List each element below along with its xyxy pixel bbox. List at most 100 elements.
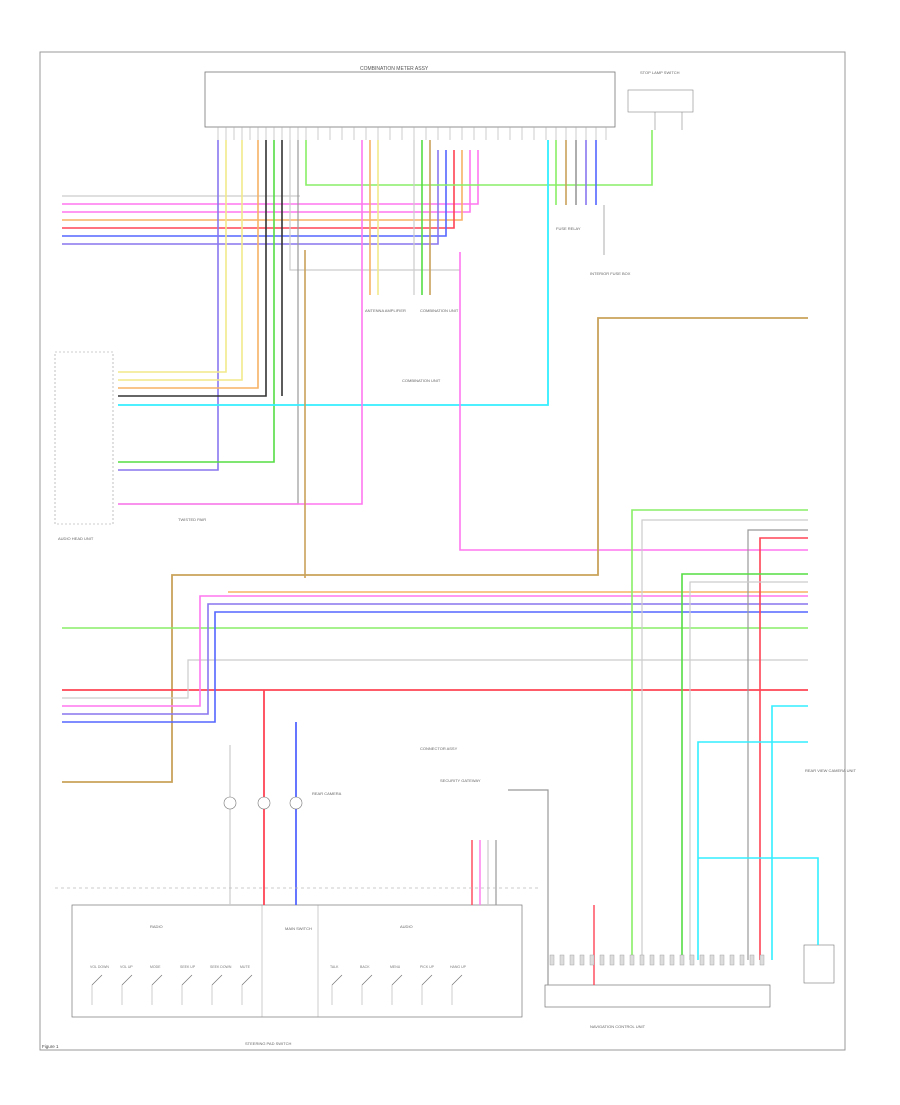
nav-unit-pin [639, 954, 645, 966]
nav-unit-pin [729, 954, 735, 966]
twisted-pair-label: TWISTED PAIR [178, 517, 206, 522]
combination-unit-a-label: COMBINATION UNIT [420, 308, 459, 313]
wire-top-6 [62, 150, 447, 237]
wire-sg-5 [508, 789, 549, 985]
steering-switch: SEEK DOWN [210, 965, 232, 1005]
rear-camera-box [803, 944, 835, 984]
wire-lightgreen-stop [305, 130, 653, 186]
steering-switch-label: PICK UP [420, 965, 435, 969]
steering-switch: VOL DOWN [90, 965, 109, 1005]
steering-switch-label: SEEK UP [180, 965, 196, 969]
wire-mid-pink [62, 595, 808, 707]
steering-switch-label: TALK [330, 965, 339, 969]
steering-switch-label: HANG UP [450, 965, 467, 969]
navigation-control-unit-label: NAVIGATION CONTROL UNIT [590, 1024, 646, 1029]
stop-lamp-switch-box [627, 89, 694, 113]
wire-mid-blue [62, 611, 808, 723]
nav-unit-pin [739, 954, 745, 966]
wire-right-cyan [771, 705, 808, 960]
wire-right-3 [747, 529, 808, 960]
nav-unit-pin [719, 954, 725, 966]
nav-unit-pin [649, 954, 655, 966]
nav-unit-pin [659, 954, 665, 966]
nav-unit-pin [609, 954, 615, 966]
audio-head-unit-box [54, 351, 114, 525]
nav-unit-pin [579, 954, 585, 966]
wire-right-1 [631, 509, 808, 960]
steering-switch: MENU [390, 965, 403, 1005]
combination-meter-label: COMBINATION METER ASSY [360, 66, 429, 72]
wire-right-cyan2 [697, 741, 808, 960]
wire-top-7 [62, 150, 439, 245]
steering-switch-label: VOL DOWN [90, 965, 109, 969]
steering-switch-label: MUTE [240, 965, 251, 969]
pins-group [217, 127, 765, 966]
wire-mid-gray [62, 659, 808, 699]
steering-switch-label: SEEK DOWN [210, 965, 232, 969]
steering-switch-label: MODE [150, 965, 161, 969]
nav-unit-pin [589, 954, 595, 966]
antenna-amplifier-label: ANTENNA AMPLIFIER [365, 308, 406, 313]
steering-switch: MODE [150, 965, 163, 1005]
wire-orange-audio [118, 140, 259, 389]
nav-unit-pin [689, 954, 695, 966]
wire-gray-mid [289, 140, 460, 271]
nav-unit-pin [669, 954, 675, 966]
combination-meter-box [204, 71, 616, 128]
steering-switch-label: MENU [390, 965, 401, 969]
fuse-relay-label: FUSE RELAY [556, 226, 581, 231]
connector-assembly-label: CONNECTOR ASSY [420, 746, 458, 751]
wire-top-5 [62, 150, 455, 229]
steering-switch: BACK [360, 965, 373, 1005]
wire-right-2 [641, 519, 808, 960]
security-gateway-label: SECURITY GATEWAY [440, 778, 481, 783]
connector-terminal-icon [223, 796, 237, 810]
nav-unit-pin [599, 954, 605, 966]
wire-right-6 [689, 581, 808, 960]
wire-yellow-audio [118, 140, 227, 373]
audio-head-unit-label: AUDIO HEAD UNIT [58, 536, 94, 541]
nav-unit-pin [569, 954, 575, 966]
diagram-frame [39, 51, 846, 1051]
steering-pad-switch-label: STEERING PAD SWITCH [245, 1041, 291, 1046]
wire-right-5 [681, 573, 808, 960]
steering-switch: PICK UP [420, 965, 435, 1005]
stop-lamp-switch-label: STOP LAMP SWITCH [640, 70, 680, 75]
wires-group [55, 130, 819, 985]
wire-pink-right [459, 252, 808, 551]
nav-unit-pin [619, 954, 625, 966]
connector-terminal-icon [289, 796, 303, 810]
wire-top-4 [62, 150, 463, 221]
steering-switch: MUTE [240, 965, 253, 1005]
wire-cyan-audio [118, 140, 549, 406]
wire-pink-route [118, 140, 363, 505]
nav-unit-pin [709, 954, 715, 966]
wire-top-2 [62, 150, 479, 205]
combination-unit-b-label: COMBINATION UNIT [402, 378, 441, 383]
steering-pad-switch-box [71, 904, 523, 1018]
figure-footer: Figure 1 [42, 1044, 59, 1049]
nav-unit-pin [629, 954, 635, 966]
steering-switch: HANG UP [450, 965, 467, 1005]
wire-top-3 [62, 150, 471, 213]
wire-right-4 [759, 537, 808, 960]
audio-unit-label: AUDIO [400, 924, 413, 929]
wire-gray-audio [118, 140, 299, 505]
interior-fuse-box-label: INTERIOR FUSE BOX [590, 271, 631, 276]
wire-tan-route [62, 317, 808, 783]
main-switch-label: MAIN SWITCH [285, 926, 312, 931]
rear-view-camera-label: REAR VIEW CAMERA UNIT [805, 768, 856, 773]
nav-unit-pin [759, 954, 765, 966]
wire-black-audio [118, 140, 267, 397]
connector-terminal-icon [257, 796, 271, 810]
wire-yellow2-audio [118, 140, 243, 381]
switches-group: VOL DOWN VOL UP MODE SEEK UP SEEK DOWN MUTE TA… [90, 965, 467, 1005]
nav-unit-pin [749, 954, 755, 966]
steering-switch-label: VOL UP [120, 965, 133, 969]
nav-unit-pin [679, 954, 685, 966]
steering-switch-label: BACK [360, 965, 370, 969]
steering-switch: SEEK UP [180, 965, 196, 1005]
nav-unit-pin [549, 954, 555, 966]
